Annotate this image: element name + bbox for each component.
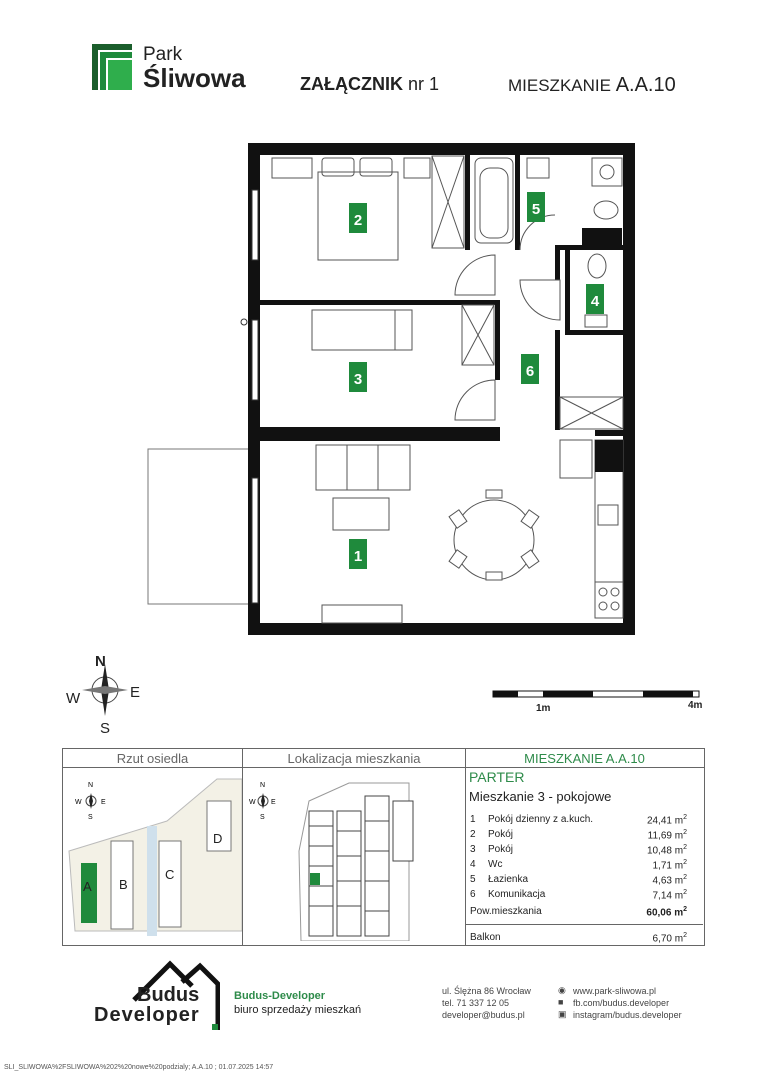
floor-label: PARTER (469, 769, 525, 785)
info-panel: Rzut osiedla Lokalizacja mieszkania MIES… (62, 748, 705, 946)
company-name: Budus-Developer (234, 990, 326, 1002)
svg-text:N: N (260, 782, 265, 789)
attachment-title: ZAŁĄCZNIK nr 1 (300, 74, 440, 94)
address: ul. Ślężna 86 Wrocław (442, 986, 531, 996)
room-number-1: 1 (354, 548, 362, 565)
compass-icon (82, 664, 128, 716)
park-sliwowa-logo (92, 44, 136, 95)
apartment-title: MIESZKANIE A.A.10 (508, 74, 676, 96)
phone: tel. 71 337 12 05 (442, 998, 510, 1008)
room-number-4: 4 (591, 293, 600, 310)
svg-text:E: E (271, 799, 276, 806)
logo-line-park: Park (143, 44, 183, 65)
facebook-icon: ■ (558, 997, 564, 1007)
location-title: Lokalizacja mieszkania (287, 751, 421, 766)
instagram-link[interactable]: instagram/budus.developer (573, 1010, 682, 1020)
file-reference: SLI_SLIWOWA%2FSLIWOWA%202%20nowe%20podzi… (4, 1064, 274, 1071)
svg-text:N: N (88, 782, 93, 789)
website-link[interactable]: www.park-sliwowa.pl (573, 986, 657, 996)
svg-text:W: W (249, 799, 256, 806)
floor-plan: 1 2 3 4 5 6 (147, 143, 635, 635)
scale-bar (492, 690, 700, 698)
scale-label-4m: 4m (688, 700, 703, 711)
email-link[interactable]: developer@budus.pl (442, 1010, 525, 1020)
apartment-type: Mieszkanie 3 - pokojowe (469, 789, 612, 804)
room-number-5: 5 (532, 201, 540, 218)
room-number-6: 6 (526, 363, 534, 380)
facebook-link[interactable]: fb.com/budus.developer (573, 998, 670, 1008)
location-map: N W E S (249, 782, 414, 941)
site-label-d: D (213, 831, 222, 846)
svg-text:S: S (260, 814, 265, 821)
site-label-a: A (83, 879, 92, 894)
compass-south: S (100, 720, 111, 737)
svg-text:E: E (101, 799, 106, 806)
svg-text:S: S (88, 814, 93, 821)
instagram-icon: ▣ (558, 1009, 567, 1019)
svg-text:W: W (75, 799, 82, 806)
site-label-b: B (119, 877, 128, 892)
budus-house-logo-icon (132, 960, 220, 1030)
compass-east: E (130, 684, 141, 701)
site-plan-title: Rzut osiedla (116, 751, 189, 766)
site-label-c: C (165, 867, 174, 882)
web-icon: ◉ (558, 985, 566, 995)
room-number-3: 3 (354, 371, 362, 388)
site-plan-map: N W E S A B C D (68, 778, 242, 936)
compass-north: N (95, 653, 106, 670)
room-number-2: 2 (354, 212, 362, 229)
logo-line-sliwowa: Śliwowa (143, 63, 246, 93)
panel-apartment-title: MIESZKANIE A.A.10 (524, 751, 645, 766)
sales-office: biuro sprzedaży mieszkań (234, 1004, 362, 1016)
budus-logo-line1: Budus (137, 984, 200, 1006)
budus-logo-line2: Developer (94, 1004, 200, 1026)
scale-label-1m: 1m (536, 703, 551, 714)
compass-west: W (66, 690, 81, 707)
